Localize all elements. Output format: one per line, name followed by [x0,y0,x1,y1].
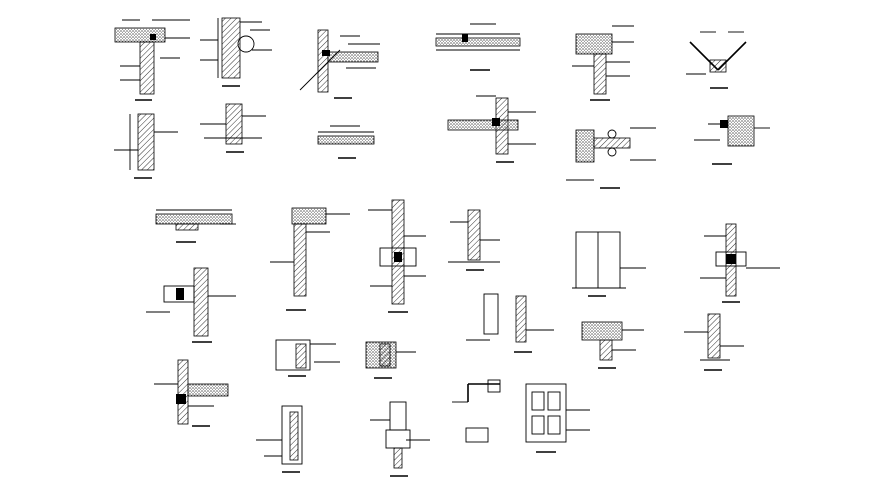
detail-beam-end [694,115,770,165]
detail-floor-strip [155,209,236,243]
detail-post-junction [700,223,780,303]
detail-column-bracket [368,199,426,313]
detail-door-jamb [256,405,303,473]
detail-small-floor [317,125,375,159]
detail-slab-column-corner [114,19,190,101]
detail-post-base [684,313,744,371]
detail-panel-door [525,383,590,453]
detail-wall-round-junction [200,17,272,87]
detail-wall-stud [114,113,178,179]
detail-wall-foot [448,209,500,271]
detail-lintel [581,321,644,369]
detail-column-anchor [566,127,656,189]
detail-v-connection [686,31,747,89]
detail-window-sill [365,341,416,379]
detail-bracket-arm [452,379,501,443]
detail-pipe-chase [370,401,430,477]
detail-frame-profile [466,293,554,353]
detail-beam-on-column [572,25,634,101]
detail-slab-wall-cross [447,95,536,163]
detail-column-top [270,207,350,311]
detail-wall-joint [146,267,236,343]
detail-roof-junction [299,29,380,99]
detail-door-frame [572,231,646,297]
detail-box-corner [275,339,340,377]
detail-column-slab [154,359,229,427]
detail-floor-section [435,23,521,71]
detail-wall-base [200,103,266,153]
